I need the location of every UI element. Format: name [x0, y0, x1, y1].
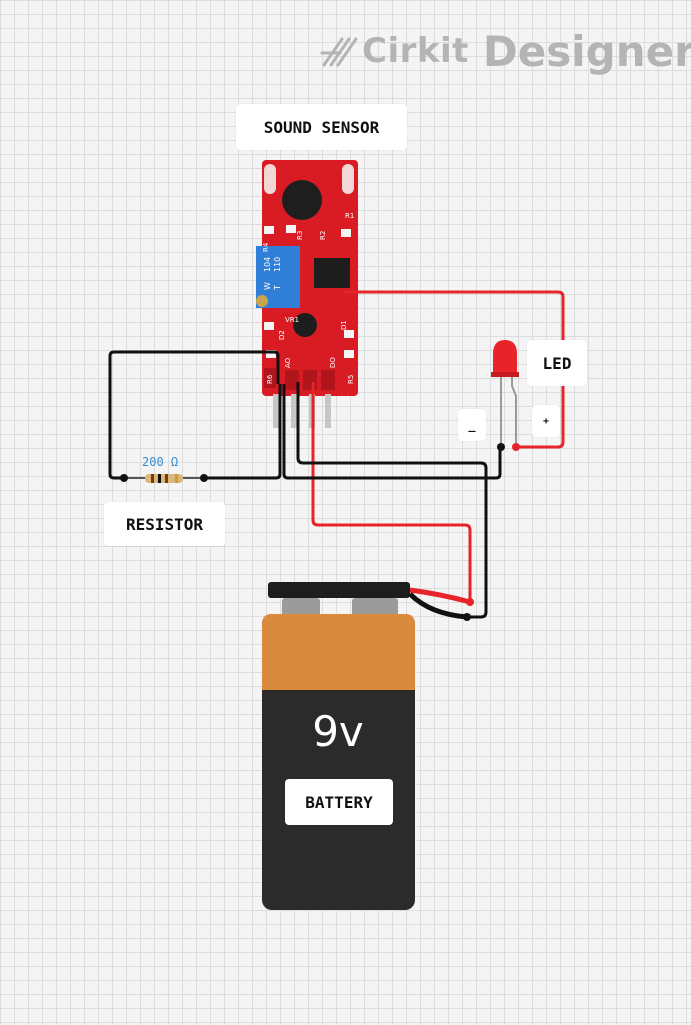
brand-name-cirkit: Cirkit [362, 31, 469, 71]
resistor-band [175, 474, 178, 483]
silkscreen-ao: AO [284, 357, 292, 368]
silkscreen-r6: R6 [266, 374, 274, 384]
silkscreen-r5: R5 [347, 375, 355, 384]
resistor-band [151, 474, 154, 483]
battery-terminal-left[interactable] [282, 598, 320, 616]
battery-minus-terminal[interactable] [463, 613, 471, 621]
silkscreen-d2: D2 [278, 330, 286, 340]
smd-part [264, 322, 274, 330]
resistor-terminal-left[interactable] [120, 474, 128, 482]
pin-header [321, 370, 335, 390]
silkscreen-r2: R2 [319, 231, 327, 240]
silkscreen-r3: R3 [296, 231, 304, 240]
led-rim [491, 372, 519, 377]
wire-black-sensor-to-resistor[interactable] [108, 350, 280, 480]
led-plus-terminal[interactable] [512, 443, 520, 451]
ic-chip [314, 258, 350, 288]
microphone [282, 180, 322, 220]
led-minus-pin-label: _ [458, 409, 486, 441]
battery-lead-black [408, 592, 468, 620]
smd-part [341, 229, 351, 237]
brand-name-designer: Designer [482, 26, 691, 76]
battery-lead-red [409, 587, 471, 605]
battery-plus-terminal[interactable] [466, 598, 474, 606]
battery-cap [268, 582, 410, 598]
mount-hole-center [293, 313, 317, 337]
wire-black-ground-to-led[interactable] [282, 384, 502, 480]
resistor-label: RESISTOR [104, 502, 225, 546]
sensor-pin-do[interactable] [325, 394, 331, 428]
cirkit-logo-icon [320, 37, 358, 67]
smd-part [344, 330, 354, 338]
led-label: LED [527, 340, 587, 386]
led-plus-pin-label: + [532, 405, 560, 437]
mount-hole-right [342, 164, 354, 194]
potentiometer-screw [256, 295, 268, 307]
smd-part [286, 225, 296, 233]
battery-top-band [262, 614, 415, 690]
led-minus-terminal[interactable] [497, 443, 505, 451]
battery-component[interactable]: 9v [262, 582, 474, 910]
resistor-component[interactable]: 200 Ω [120, 455, 208, 483]
battery-voltage: 9v [312, 707, 364, 756]
wire-black-resistor-to-sensor[interactable] [204, 384, 282, 480]
smd-part [264, 368, 276, 388]
resistor-terminal-right[interactable] [200, 474, 208, 482]
led-bulb [493, 340, 517, 374]
pin-header [285, 370, 299, 390]
resistor-band [158, 474, 161, 483]
resistor-band [165, 474, 168, 483]
wire-red-sensor-to-battery[interactable] [311, 382, 472, 602]
resistor-body [145, 474, 183, 483]
silkscreen-r1: R1 [345, 212, 354, 220]
silkscreen-vr1: VR1 [285, 316, 299, 324]
wires [108, 290, 565, 619]
silkscreen-r4: R4 [262, 242, 270, 252]
pot-code-3: 110 [273, 257, 282, 272]
silkscreen-d1: D1 [340, 320, 348, 330]
sensor-board [262, 160, 358, 396]
pot-code-1: 104 [263, 257, 272, 272]
pot-code-2: W [263, 282, 272, 290]
sound-sensor-label: SOUND SENSOR [236, 104, 407, 150]
resistor-value: 200 Ω [142, 455, 178, 469]
battery-terminal-right[interactable] [352, 598, 398, 616]
led-anode-leg[interactable] [511, 372, 517, 447]
silkscreen-do: DO [329, 357, 337, 368]
led-component[interactable] [491, 340, 520, 451]
sensor-pin[interactable] [273, 394, 279, 428]
pin-header [303, 370, 317, 390]
smd-part [344, 350, 354, 358]
sound-sensor-module[interactable]: R4 R3 R2 R1 VR1 D1 D2 R6 R5 AO DO 104 W … [256, 160, 358, 428]
smd-part [266, 350, 276, 358]
cirkit-designer-logo: Cirkit Designer [318, 26, 691, 76]
battery-label: BATTERY [285, 779, 393, 825]
wire-black-ground-to-battery[interactable] [296, 382, 488, 619]
sensor-pin-ao[interactable] [291, 394, 297, 428]
pot-code-4: T [273, 285, 282, 291]
smd-part [264, 226, 274, 234]
mount-hole-left [264, 164, 276, 194]
